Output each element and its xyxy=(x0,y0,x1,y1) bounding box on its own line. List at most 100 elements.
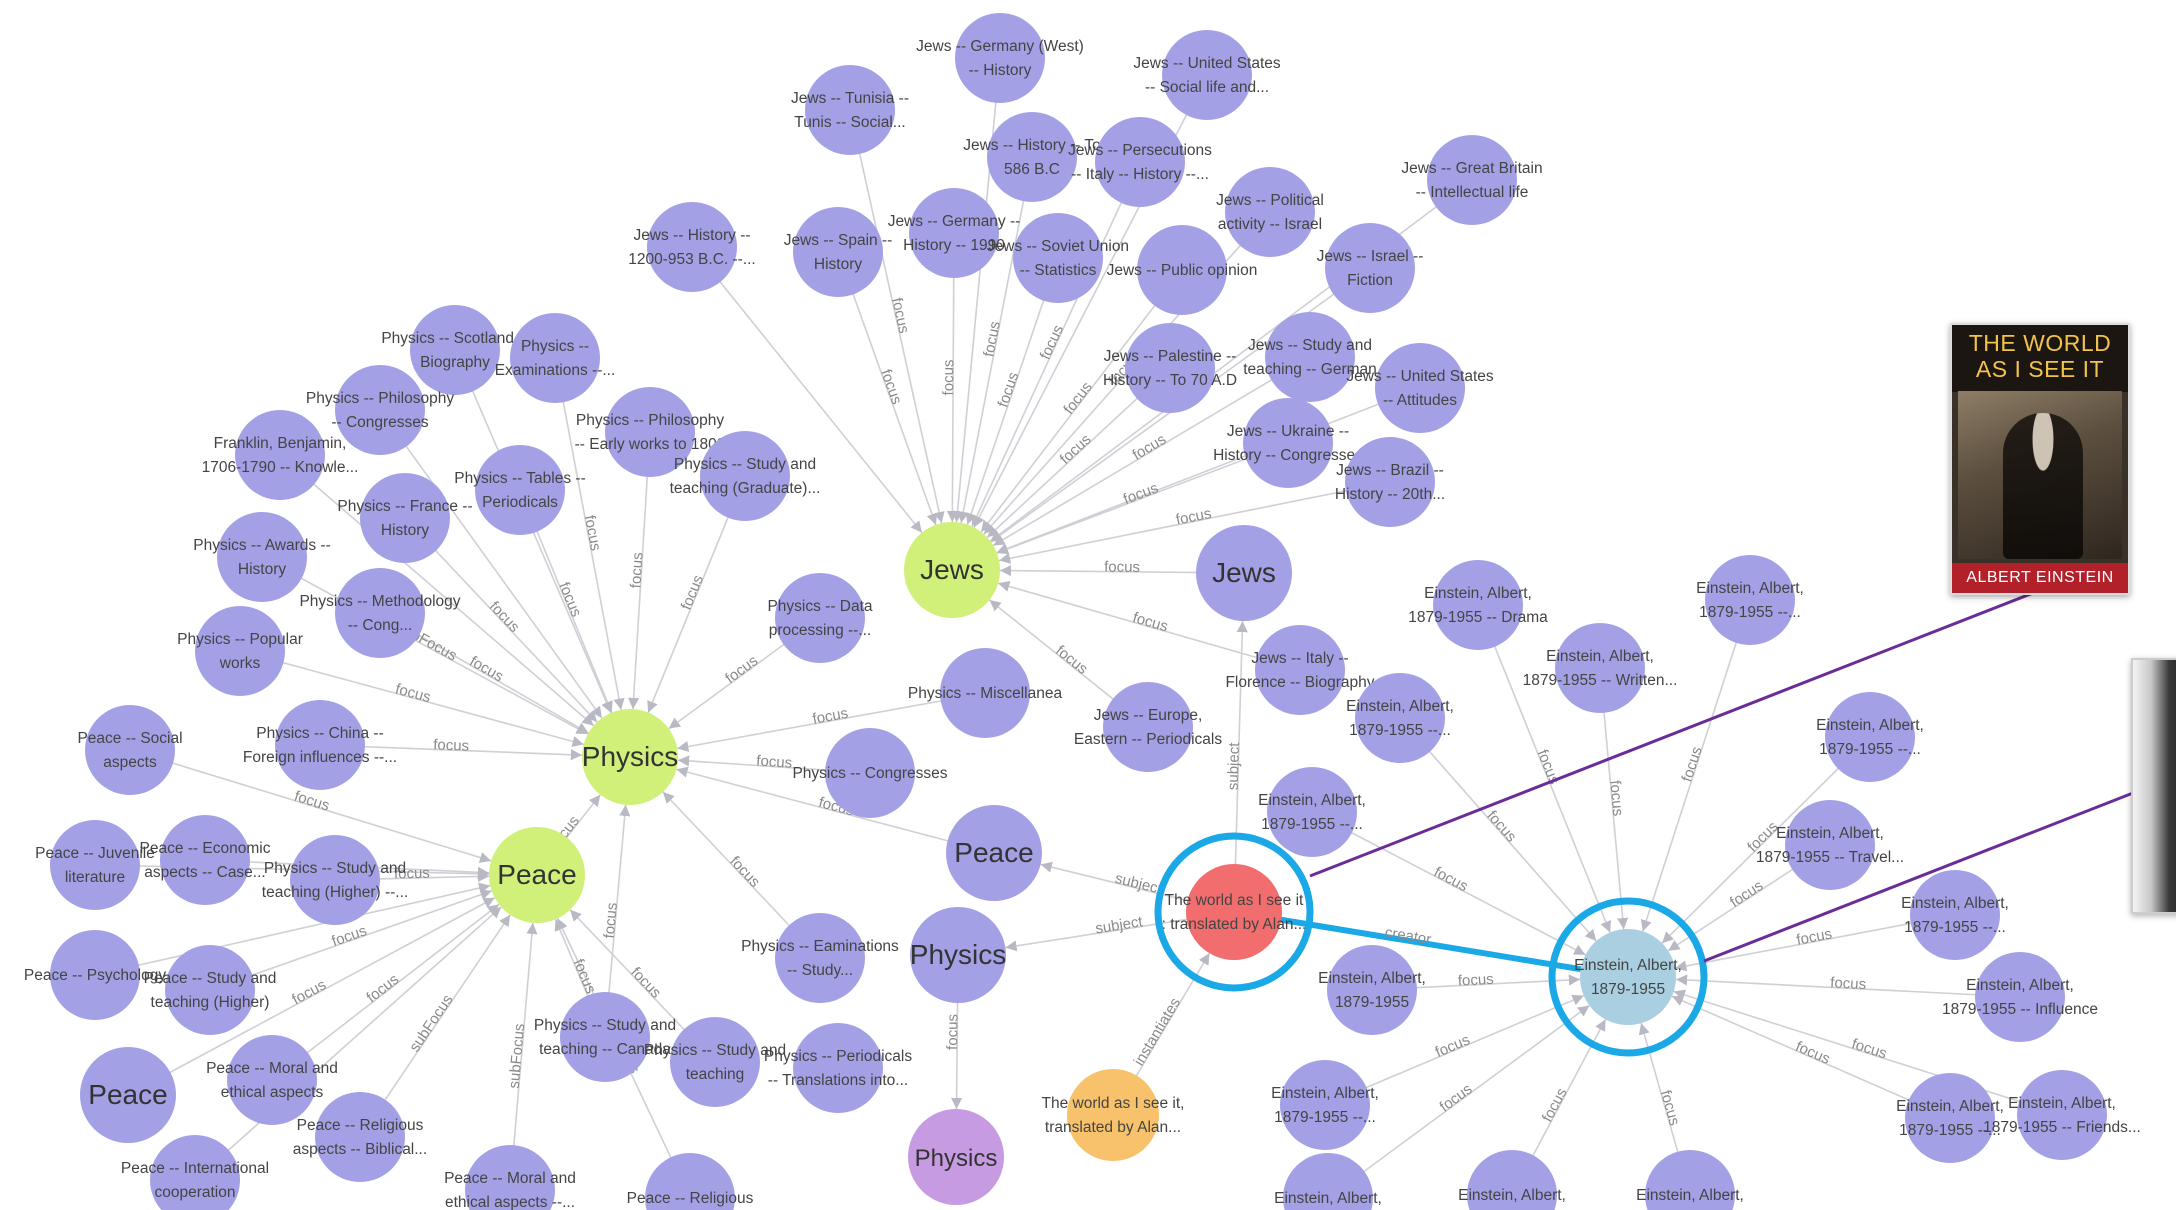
node-circle-j12[interactable] xyxy=(1137,225,1227,315)
node-j16[interactable]: Jews -- United States-- Attitudes xyxy=(1346,343,1494,433)
node-jews_s[interactable]: Jews xyxy=(1196,525,1292,621)
node-p10[interactable]: Physics -- Methodology-- Cong... xyxy=(299,568,461,658)
node-circle-e7[interactable] xyxy=(1785,800,1875,890)
node-circle-p8[interactable] xyxy=(360,473,450,563)
node-circle-e6[interactable] xyxy=(1267,767,1357,857)
node-circle-e16[interactable] xyxy=(1645,1150,1735,1210)
node-circle-j14[interactable] xyxy=(1125,323,1215,413)
node-circle-j4[interactable] xyxy=(987,112,1077,202)
node-circle-j13[interactable] xyxy=(1325,223,1415,313)
node-circle-p12[interactable] xyxy=(775,573,865,663)
graph-nodes[interactable]: JewsPhysicsPeaceJewsPeacePhysicsPhysicsP… xyxy=(24,13,2141,1210)
node-e11[interactable]: Einstein, Albert,1879-1955 --... xyxy=(1271,1060,1379,1150)
node-circle-p13[interactable] xyxy=(275,700,365,790)
node-circle-e12[interactable] xyxy=(1905,1073,1995,1163)
node-circle-pc4[interactable] xyxy=(290,835,380,925)
node-circle-j7[interactable] xyxy=(1225,167,1315,257)
node-circle-pc9[interactable] xyxy=(150,1135,240,1210)
node-p14[interactable]: Physics -- Miscellanea xyxy=(908,648,1063,738)
node-circle-e9[interactable] xyxy=(1327,945,1417,1035)
node-j9[interactable]: Jews -- Spain --History xyxy=(784,207,893,297)
node-circle-j5[interactable] xyxy=(1095,117,1185,207)
node-circle-j3[interactable] xyxy=(805,65,895,155)
node-j18[interactable]: Jews -- Brazil --History -- 20th... xyxy=(1335,437,1445,527)
node-j10[interactable]: Jews -- Germany --History -- 1990 xyxy=(888,188,1021,278)
node-circle-p3[interactable] xyxy=(335,365,425,455)
node-e14[interactable]: Einstein, Albert, xyxy=(1274,1153,1382,1210)
node-j19[interactable]: Jews -- Italy --Florence -- Biography xyxy=(1225,625,1375,715)
node-circle-e15[interactable] xyxy=(1467,1150,1557,1210)
node-pc5[interactable]: Peace -- Psychology xyxy=(24,930,166,1020)
node-peace_s[interactable]: Peace xyxy=(946,805,1042,901)
node-circle-pc3[interactable] xyxy=(160,815,250,905)
node-physics_p[interactable]: Physics xyxy=(908,1109,1004,1205)
node-circle-j10[interactable] xyxy=(909,188,999,278)
node-circle-p1[interactable] xyxy=(410,305,500,395)
node-p1[interactable]: Physics -- Scotland --Biography xyxy=(381,305,529,395)
node-e10[interactable]: Einstein, Albert,1879-1955 -- Influence xyxy=(1942,952,2098,1042)
node-e5[interactable]: Einstein, Albert,1879-1955 --... xyxy=(1816,692,1924,782)
node-p15[interactable]: Physics -- Congresses xyxy=(792,728,948,818)
node-e13[interactable]: Einstein, Albert,1879-1955 -- Friends... xyxy=(1983,1070,2141,1160)
node-circle-work[interactable] xyxy=(1186,864,1282,960)
node-circle-p16[interactable] xyxy=(775,913,865,1003)
node-circle-physics_p[interactable] xyxy=(908,1109,1004,1205)
node-j5[interactable]: Jews -- Persecutions-- Italy -- History … xyxy=(1068,117,1212,207)
node-circle-jews_hub[interactable] xyxy=(904,522,1000,618)
node-circle-j16[interactable] xyxy=(1375,343,1465,433)
node-physics_hub[interactable]: Physics xyxy=(582,709,678,805)
node-circle-einstein[interactable] xyxy=(1580,929,1676,1025)
node-j3[interactable]: Jews -- Tunisia --Tunis -- Social... xyxy=(791,65,909,155)
node-p16[interactable]: Physics -- Eaminations-- Study... xyxy=(741,913,899,1003)
node-peace_hub[interactable]: Peace xyxy=(489,827,585,923)
node-circle-e11[interactable] xyxy=(1280,1060,1370,1150)
node-peace_big2[interactable]: Peace xyxy=(80,1047,176,1143)
node-p19[interactable]: Physics -- Periodicals-- Translations in… xyxy=(764,1023,912,1113)
node-physics_s[interactable]: Physics xyxy=(910,907,1006,1003)
node-circle-pc11[interactable] xyxy=(645,1153,735,1210)
node-j12[interactable]: Jews -- Public opinion xyxy=(1107,225,1258,315)
node-circle-j1[interactable] xyxy=(955,13,1045,103)
node-p3[interactable]: Physics -- Philosophy-- Congresses xyxy=(306,365,454,455)
node-circle-e10[interactable] xyxy=(1975,952,2065,1042)
node-circle-j6[interactable] xyxy=(1427,135,1517,225)
node-circle-peace_hub[interactable] xyxy=(489,827,585,923)
node-circle-e1[interactable] xyxy=(1433,560,1523,650)
node-j2[interactable]: Jews -- United States-- Social life and.… xyxy=(1133,30,1281,120)
node-e16[interactable]: Einstein, Albert, xyxy=(1636,1150,1744,1210)
node-j20[interactable]: Jews -- Europe,Eastern -- Periodicals xyxy=(1074,682,1222,772)
node-circle-p7[interactable] xyxy=(700,431,790,521)
node-circle-j19[interactable] xyxy=(1255,625,1345,715)
node-j11[interactable]: Jews -- Soviet Union-- Statistics xyxy=(987,213,1129,303)
node-circle-pc1[interactable] xyxy=(85,705,175,795)
node-circle-p19[interactable] xyxy=(793,1023,883,1113)
node-p9[interactable]: Physics -- Awards --History xyxy=(193,512,331,602)
node-circle-pc7[interactable] xyxy=(227,1035,317,1125)
node-circle-p11[interactable] xyxy=(195,606,285,696)
node-circle-j8[interactable] xyxy=(647,202,737,292)
node-j14[interactable]: Jews -- Palestine --History -- To 70 A.D xyxy=(1103,323,1237,413)
node-circle-j9[interactable] xyxy=(793,207,883,297)
node-circle-peace_big2[interactable] xyxy=(80,1047,176,1143)
node-circle-jews_s[interactable] xyxy=(1196,525,1292,621)
node-p5[interactable]: Franklin, Benjamin,1706-1790 -- Knowle..… xyxy=(202,410,359,500)
node-e6[interactable]: Einstein, Albert,1879-1955 --... xyxy=(1258,767,1366,857)
node-e7[interactable]: Einstein, Albert,1879-1955 -- Travel... xyxy=(1756,800,1904,890)
node-jews_hub[interactable]: Jews xyxy=(904,522,1000,618)
node-circle-e3[interactable] xyxy=(1555,623,1645,713)
node-j1[interactable]: Jews -- Germany (West)-- History xyxy=(916,13,1084,103)
node-circle-e2[interactable] xyxy=(1705,555,1795,645)
node-p2[interactable]: Physics --Examinations --... xyxy=(495,313,616,403)
node-e15[interactable]: Einstein, Albert, xyxy=(1458,1150,1566,1210)
